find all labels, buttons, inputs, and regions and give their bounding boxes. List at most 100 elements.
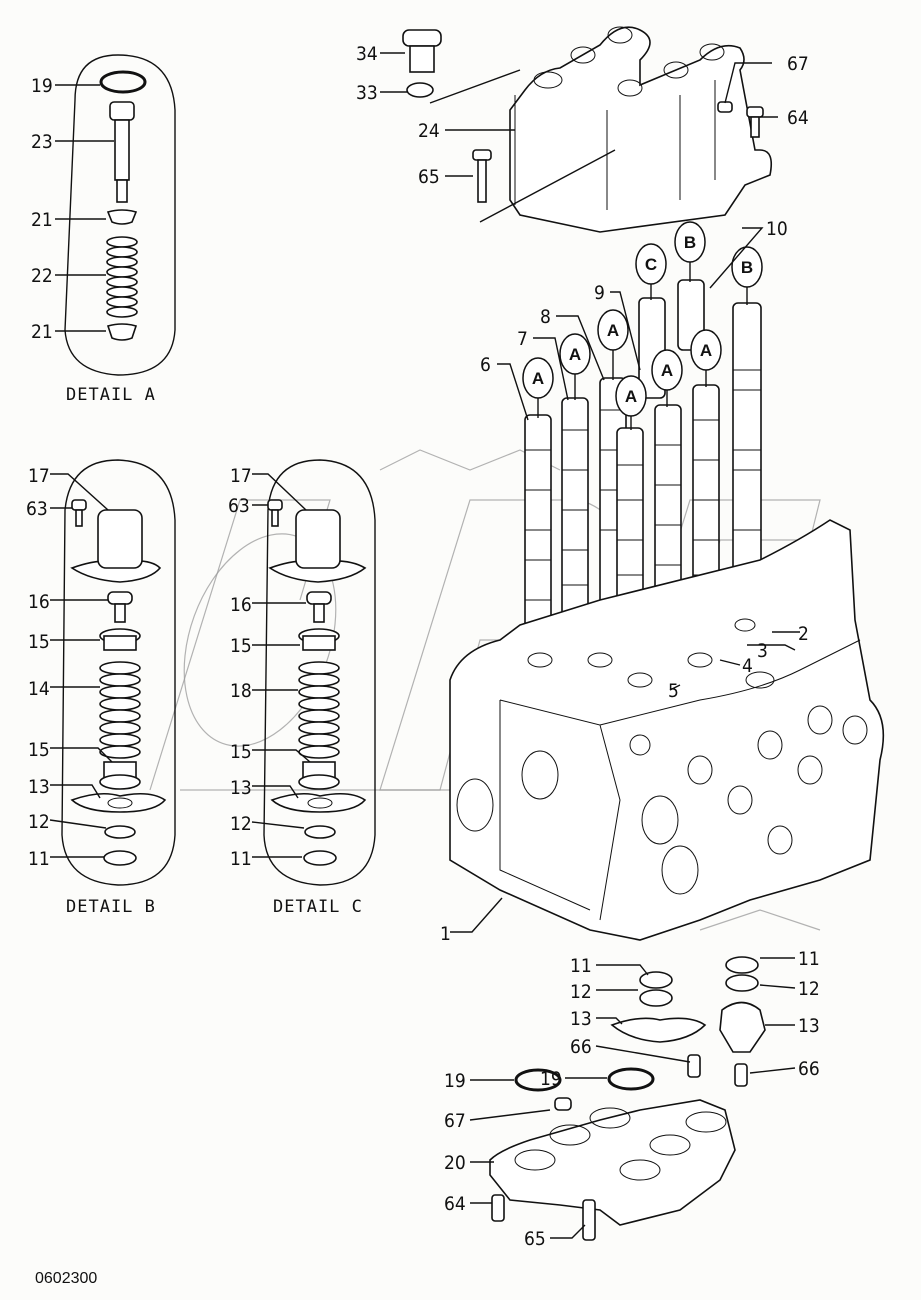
bubble-10a: B: [674, 221, 706, 282]
callout-16: 16: [28, 591, 50, 613]
callout-11: 11: [28, 848, 50, 870]
callout-21b: 21: [31, 321, 53, 343]
detail-a-group: 19 23 21 22 21 DETAIL A: [31, 54, 176, 405]
callout-65: 65: [418, 166, 440, 188]
detail-a-outline: [64, 54, 176, 376]
spring-seat-21: [106, 209, 138, 225]
callout-10: 10: [766, 218, 788, 240]
callout-63: 63: [26, 498, 48, 520]
callout-1: 1: [440, 923, 451, 945]
svg-text:A: A: [569, 345, 581, 364]
callout-2: 2: [798, 623, 809, 645]
plate-13: [70, 792, 167, 813]
bubble-10b: B: [731, 246, 763, 305]
bubble-3: A: [690, 329, 722, 387]
svg-text:A: A: [700, 341, 712, 360]
callout-33: 33: [356, 82, 378, 104]
callout-12b: 12: [798, 978, 820, 1000]
callout-15b: 15: [28, 739, 50, 761]
detail-c-group: 17 63 16 15 18 15 13 12 11 DETAIL C: [228, 459, 376, 917]
callout-13a: 13: [570, 1008, 592, 1030]
cap-17: [97, 509, 143, 569]
spring-18: [298, 661, 340, 759]
spool-7: [561, 397, 589, 629]
callout-5: 5: [668, 680, 679, 702]
drawing-reference-code: 0602300: [35, 1270, 97, 1287]
rod-thread: [116, 179, 128, 203]
callout-8: 8: [540, 306, 551, 328]
svg-text:B: B: [741, 258, 753, 277]
bolt-64: [746, 106, 764, 118]
callout-4: 4: [742, 655, 753, 677]
callout-c-15: 15: [230, 635, 252, 657]
spool-10b: [732, 302, 762, 599]
callout-67: 67: [787, 53, 809, 75]
callout-c-17: 17: [230, 465, 252, 487]
callout-12: 12: [28, 811, 50, 833]
svg-text:A: A: [625, 387, 637, 406]
callout-21: 21: [31, 209, 53, 231]
top-cover-24: 34 33 24 65 67 64: [356, 26, 809, 233]
bubble-7: A: [559, 333, 591, 400]
detail-b-group: 17 63 16 15 14 15 13 12 11 DETAIL B: [26, 459, 176, 917]
callout-9: 9: [594, 282, 605, 304]
svg-text:B: B: [684, 233, 696, 252]
callout-c-13: 13: [230, 777, 252, 799]
callout-22: 22: [31, 265, 53, 287]
spool-6: [524, 414, 552, 651]
valve-body-1: 2 3 4 5 1: [440, 519, 885, 945]
callout-17: 17: [28, 465, 50, 487]
bubble-5: A: [615, 375, 647, 430]
bottom-parts: 11 12 13 66 11 12 13 66 19 19 67 20 64 6…: [444, 948, 820, 1250]
callout-19: 19: [31, 75, 53, 97]
callout-3: 3: [757, 640, 768, 662]
spools-group: A A A A C A B A B 6 7 8 9 10: [480, 218, 788, 664]
rod-23: [114, 119, 130, 181]
svg-text:A: A: [532, 369, 544, 388]
plug-67: [717, 101, 733, 113]
callout-23: 23: [31, 131, 53, 153]
spring-14: [99, 661, 141, 759]
callout-c-63: 63: [228, 495, 250, 517]
rod-head: [109, 101, 135, 121]
callout-c-12: 12: [230, 813, 252, 835]
callout-7: 7: [517, 328, 528, 350]
bolt-65: [472, 149, 492, 161]
o-ring-33: [406, 82, 434, 98]
callout-19a: 19: [444, 1070, 466, 1092]
callout-64b: 64: [444, 1193, 466, 1215]
bubble-4: A: [651, 349, 683, 407]
ring-12: [104, 825, 136, 839]
callout-34: 34: [356, 43, 378, 65]
plug-34: [402, 29, 442, 47]
callout-66b: 66: [798, 1058, 820, 1080]
callout-6: 6: [480, 354, 491, 376]
o-ring-19: [99, 70, 147, 94]
callout-24: 24: [418, 120, 440, 142]
callout-11b: 11: [798, 948, 820, 970]
bubble-9: C: [635, 243, 667, 300]
callout-15: 15: [28, 631, 50, 653]
detail-b-title: DETAIL B: [66, 897, 156, 917]
callout-67b: 67: [444, 1110, 466, 1132]
callout-13: 13: [28, 776, 50, 798]
callout-19b: 19: [540, 1068, 562, 1090]
body-ports: [456, 618, 868, 895]
callout-65b: 65: [524, 1228, 546, 1250]
callout-12a: 12: [570, 981, 592, 1003]
callout-66a: 66: [570, 1036, 592, 1058]
svg-text:C: C: [645, 255, 657, 274]
callout-11a: 11: [570, 955, 592, 977]
bolt-16: [107, 591, 133, 605]
callout-c-16: 16: [230, 594, 252, 616]
callout-c-18: 18: [230, 680, 252, 702]
detail-a-title: DETAIL A: [66, 385, 156, 405]
spring-seat-21b: [106, 323, 138, 341]
callout-64: 64: [787, 107, 809, 129]
bolt-63: [71, 499, 87, 511]
callout-c-15b: 15: [230, 741, 252, 763]
callout-13b: 13: [798, 1015, 820, 1037]
bubble-8: A: [597, 309, 629, 380]
